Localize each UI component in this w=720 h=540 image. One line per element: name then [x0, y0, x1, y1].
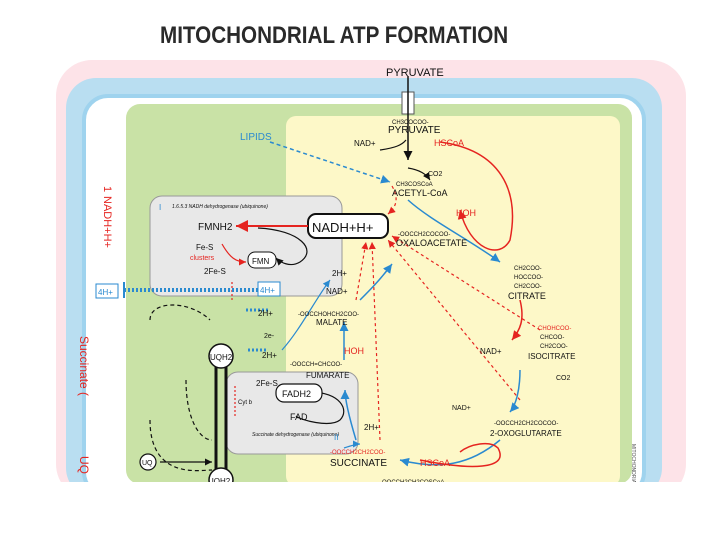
fmn-box [247, 251, 277, 269]
two-e-label: 2e- [264, 333, 275, 340]
isocitrate-formula-2: CHCOO- [540, 335, 564, 341]
oxaloacetate-label: OXALOACETATE [396, 238, 467, 248]
complex-ii-note: Succinate dehydrogenase (ubiquinone) [252, 432, 339, 438]
co2-label-2: CO2 [556, 375, 571, 382]
four-h-label-1: 4H+ [98, 288, 113, 297]
citrate-formula-3: CH2COO- [514, 284, 542, 290]
succinate-vertical-label: Succinate ( [77, 336, 91, 396]
oxaloacetate-formula: -OOCCH2COCOO- [398, 232, 450, 238]
fmnh2-label: FMNH2 [198, 222, 233, 233]
two-fe-s-label: 2Fe-S [204, 267, 226, 276]
right-margin-label: MITOCHONDRIA [630, 444, 636, 484]
pyruvate-outer-label: PYRUVATE [386, 67, 444, 79]
hoh-label-1: HOH [456, 208, 476, 218]
fumarate-label: FUMARATE [306, 371, 349, 380]
fadh2-label: FADH2 [282, 389, 311, 399]
co2-label-1: CO2 [428, 171, 443, 178]
cyt-b-label: Cyt b [238, 400, 253, 406]
bottom-crop [0, 482, 720, 540]
two-h-label-4: 2H+ [364, 423, 379, 432]
four-h-box-left [95, 283, 119, 299]
fad-label: FAD [290, 412, 308, 422]
uqh2-bottom-label: UQH2 [208, 477, 231, 486]
left-vertical-prefix: 1 [101, 186, 113, 192]
complex-i-box [149, 195, 343, 297]
nad-plus-label-2: NAD+ [480, 347, 502, 356]
two-h-label-2: 2H+ [258, 309, 273, 318]
citrate-formula-2: HOCCOO- [514, 275, 543, 281]
four-h-label-2: 4H+ [260, 286, 275, 295]
fumarate-formula: -OOCCH=CHCOO- [290, 362, 342, 368]
ketoglutarate-label: 2-OXOGLUTARATE [490, 429, 562, 438]
citrate-formula-1: CH2COO- [514, 266, 542, 272]
hscoa-label-2: HSCoA [420, 458, 450, 468]
page-title: MITOCHONDRIAL ATP FORMATION [160, 22, 509, 49]
hoh-label-2: HOH [344, 346, 364, 356]
ketoglutarate-formula: -OOCCH2CH2COCOO- [494, 421, 558, 427]
citrate-label: CITRATE [508, 291, 546, 301]
complex-i-badge: I [159, 203, 161, 212]
citric-acid-cycle-area [286, 116, 620, 486]
fe-s-label: Fe-S [196, 243, 213, 252]
nad-plus-label-3: NAD+ [452, 405, 471, 412]
two-h-label-3: 2H+ [262, 351, 277, 360]
hscoa-label-1: HSCoA [434, 138, 464, 148]
clusters-label: clusters [190, 255, 215, 262]
acetyl-formula: CH3COSCoA [396, 182, 433, 188]
four-h-box-right [257, 281, 281, 297]
uq-node [139, 453, 157, 471]
uqh2-label: UQH2 [210, 353, 233, 362]
uqh2-node [208, 343, 234, 369]
lipids-label: LIPIDS [240, 132, 272, 143]
isocitrate-label: ISOCITRATE [528, 352, 575, 361]
succinate-formula: -OOCCH2CH2COO- [330, 450, 385, 456]
malate-label: MALATE [316, 318, 347, 327]
nad-plus-label-1: NAD+ [354, 139, 376, 148]
nad-plus-label-4: NAD+ [326, 287, 348, 296]
pyruvate-formula: CH3COCOO- [392, 120, 429, 126]
left-vertical-label: NADH+H+ [101, 196, 113, 248]
complex-ii-badge: II [334, 433, 338, 442]
fmn-label: FMN [252, 257, 270, 266]
uq-label: UQ [142, 460, 153, 467]
complex-i-note: 1.6.5.3 NADH dehydrogenase (ubiquinone) [172, 204, 268, 210]
isocitrate-formula-1: CHOHCOO- [538, 326, 571, 332]
succinate-label: SUCCINATE [330, 458, 387, 469]
pyruvate-inner-label: PYRUVATE [388, 125, 441, 136]
malate-formula: -OOCCHOHCH2COO- [298, 312, 359, 318]
nadh-label: NADH+H+ [312, 220, 373, 235]
fadh2-box [275, 383, 323, 403]
isocitrate-formula-3: CH2COO- [540, 344, 568, 350]
two-h-label-1: 2H+ [332, 269, 347, 278]
acetyl-coa-label: ACETYL-CoA [392, 188, 448, 198]
fe-s-2-label: 2Fe-S [256, 379, 278, 388]
succinate-vertical-label-2: UQ [77, 456, 91, 474]
